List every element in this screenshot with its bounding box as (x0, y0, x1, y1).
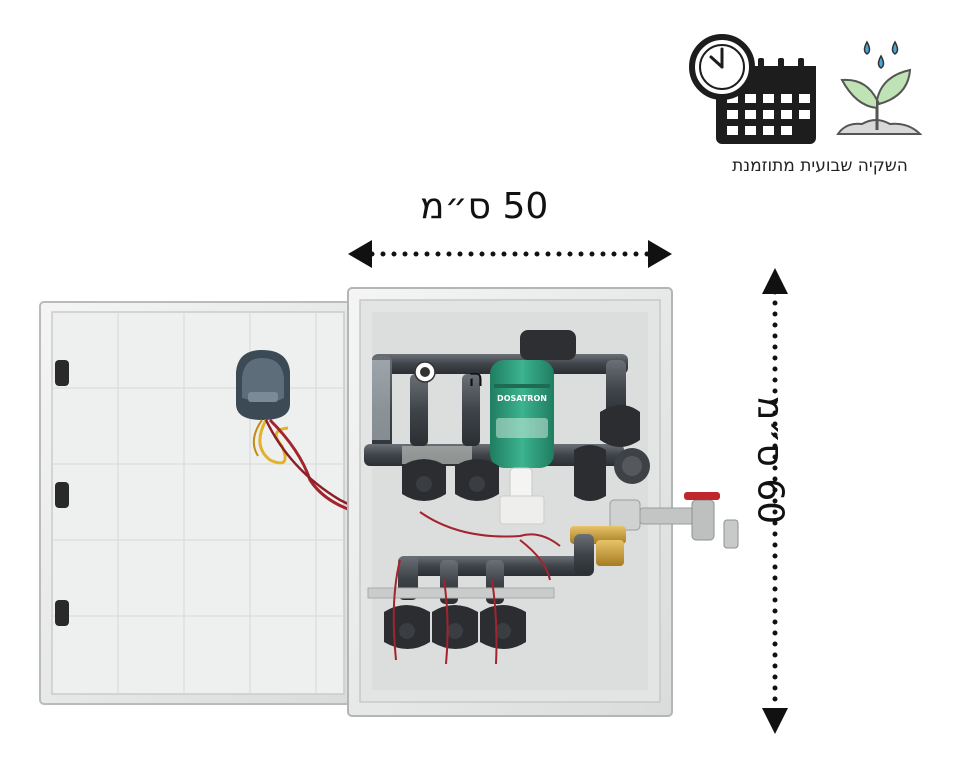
brand-seal-icon (414, 361, 436, 383)
width-dimension-arrow (348, 240, 672, 268)
cabinet-door (39, 301, 355, 705)
calendar-clock-icon (689, 34, 816, 144)
width-label: 50 ס״מ (420, 186, 549, 227)
height-dimension-arrow (762, 268, 788, 734)
irrigation-controller (236, 350, 290, 420)
upper-manifold (364, 330, 628, 466)
dosatron-label: DOSATRON (497, 394, 547, 403)
plant-watering-icon (836, 40, 923, 135)
dosatron-injector: DOSATRON (490, 360, 554, 525)
lower-valves (384, 605, 526, 649)
internal-wires (392, 511, 561, 665)
upper-valves (402, 405, 650, 501)
outlet-tap (609, 492, 739, 549)
marker-letter: ה (468, 364, 484, 392)
lower-manifold (367, 534, 594, 604)
height-label: 60 ס״מ (749, 395, 791, 525)
caption-text: השקיה שבועית מתוזמנת (732, 156, 908, 176)
